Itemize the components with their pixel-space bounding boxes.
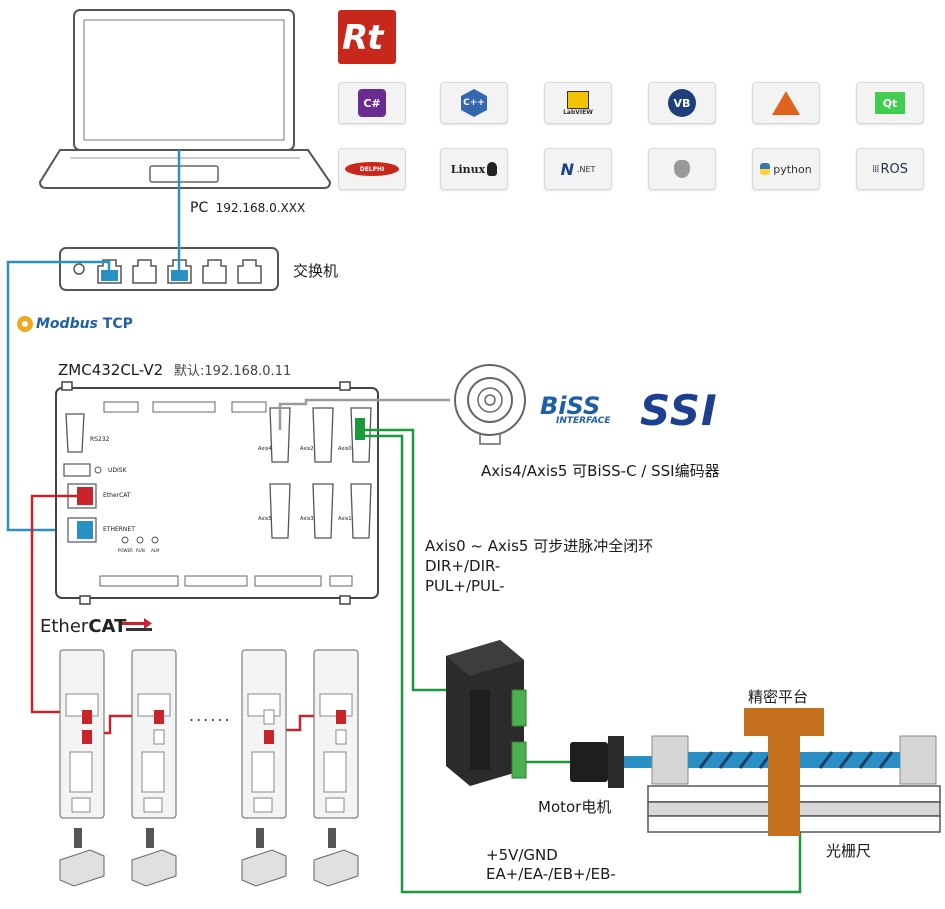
dotnet-tile: N .NET bbox=[544, 148, 612, 190]
motor-label: Motor电机 bbox=[538, 798, 612, 816]
axis4-label: Axis4 bbox=[258, 446, 272, 452]
python-icon: python bbox=[760, 163, 812, 176]
rt-logo-icon bbox=[338, 10, 396, 64]
axis5-label: Axis5 bbox=[258, 516, 272, 522]
drive-ellipsis: ...... bbox=[189, 706, 232, 725]
encoder-cable bbox=[278, 398, 450, 430]
network-switch bbox=[59, 247, 279, 291]
axis0-label: Axis0 bbox=[338, 446, 352, 452]
power-led-label: POWER bbox=[118, 548, 133, 553]
controller-title: ZMC432CL-V2 默认:192.168.0.11 bbox=[58, 360, 291, 379]
ethercat-port-label: EtherCAT bbox=[103, 492, 131, 499]
controller-default-ip: 默认:192.168.0.11 bbox=[174, 364, 292, 379]
csharp-tile: C# bbox=[338, 82, 406, 124]
precision-stage bbox=[647, 708, 941, 836]
tcp-word: TCP bbox=[102, 316, 133, 332]
stage-label: 精密平台 bbox=[748, 688, 809, 706]
biss-text: BiSS bbox=[540, 392, 601, 420]
dotnet-icon: N .NET bbox=[560, 159, 596, 179]
delphi-icon: DELPHI bbox=[345, 162, 399, 176]
linux-icon: Linux bbox=[451, 162, 498, 176]
motion-controller bbox=[55, 381, 379, 605]
signal-cables bbox=[360, 428, 802, 894]
delphi-tile: DELPHI bbox=[338, 148, 406, 190]
encoder-note: Axis4/Axis5 可BiSS-C / SSI编码器 bbox=[481, 462, 720, 480]
laptop-icon bbox=[38, 9, 332, 189]
controller-model: ZMC432CL-V2 bbox=[58, 361, 164, 379]
ethercat-logo: EtherCAT bbox=[40, 616, 126, 637]
cplusplus-tile: C++ bbox=[440, 82, 508, 124]
motor-icon bbox=[570, 736, 654, 788]
ssi-logo: SSI bbox=[640, 386, 718, 435]
grating-label: 光栅尺 bbox=[826, 842, 872, 860]
rt-logo-text: Rt bbox=[342, 18, 383, 58]
modbus-word: Modbus bbox=[36, 316, 98, 332]
ethercat-arrow-icon bbox=[120, 618, 152, 631]
pulse-line-3: PUL+/PUL- bbox=[425, 577, 505, 595]
feedback-note: +5V/GND EA+/EA-/EB+/EB- bbox=[486, 846, 616, 884]
pulse-note: Axis0 ~ Axis5 可步进脉冲全闭环 DIR+/DIR- PUL+/PU… bbox=[425, 536, 653, 596]
pc-ip: 192.168.0.XXX bbox=[215, 201, 306, 215]
qt-tile: Qt bbox=[856, 82, 924, 124]
servo-drives bbox=[59, 649, 359, 887]
labview-icon: LabVIEW bbox=[563, 90, 593, 116]
pc-name: PC bbox=[190, 200, 209, 216]
csharp-icon: C# bbox=[358, 89, 386, 117]
qt-icon: Qt bbox=[875, 92, 905, 114]
ethercat-suffix: CAT bbox=[88, 616, 127, 637]
modbus-gear-icon bbox=[17, 316, 33, 332]
biss-logo: BiSS bbox=[540, 392, 600, 420]
labview-tile: LabVIEW bbox=[544, 82, 612, 124]
ethercat-prefix: Ether bbox=[40, 616, 89, 637]
vb-tile: VB bbox=[648, 82, 716, 124]
run-led-label: RUN bbox=[136, 548, 145, 553]
matlab-tile bbox=[752, 82, 820, 124]
feedback-line-2: EA+/EA-/EB+/EB- bbox=[486, 865, 616, 883]
axis3-label: Axis3 bbox=[300, 516, 314, 522]
python-tile: python bbox=[752, 148, 820, 190]
stepper-driver bbox=[446, 640, 527, 786]
switch-label: 交换机 bbox=[293, 262, 339, 280]
rotary-encoder-icon bbox=[454, 364, 526, 445]
pc-label: PC 192.168.0.XXX bbox=[190, 200, 305, 216]
ethernet-port-label: ETHERNET bbox=[103, 526, 135, 533]
matlab-icon bbox=[772, 91, 800, 115]
axis1-label: Axis1 bbox=[338, 516, 352, 522]
udisk-label: UDISK bbox=[108, 467, 127, 474]
ros-icon: ⁞⁞⁞ ROS bbox=[871, 161, 909, 177]
axis2-label: Axis2 bbox=[300, 446, 314, 452]
apple-icon bbox=[674, 160, 690, 178]
pulse-line-2: DIR+/DIR- bbox=[425, 557, 501, 575]
apple-tile bbox=[648, 148, 716, 190]
ethernet-cables bbox=[6, 150, 181, 532]
alm-led-label: ALM bbox=[151, 548, 160, 553]
rs232-label: RS232 bbox=[90, 436, 110, 443]
pulse-line-1: Axis0 ~ Axis5 可步进脉冲全闭环 bbox=[425, 537, 654, 555]
modbus-tcp-logo: Modbus TCP bbox=[36, 316, 133, 332]
ros-tile: ⁞⁞⁞ ROS bbox=[856, 148, 924, 190]
linux-tile: Linux bbox=[440, 148, 508, 190]
vb-icon: VB bbox=[668, 89, 696, 117]
cplusplus-icon: C++ bbox=[461, 89, 487, 117]
feedback-line-1: +5V/GND bbox=[486, 846, 558, 864]
biss-interface-text: INTERFACE bbox=[556, 416, 611, 426]
